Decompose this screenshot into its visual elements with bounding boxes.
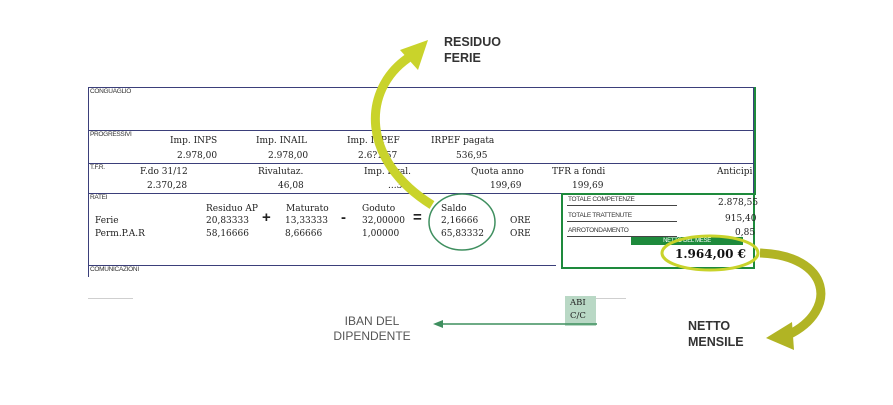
residuo-arrow-shaft bbox=[370, 54, 435, 209]
header-goduto: Goduto bbox=[362, 204, 396, 214]
operator-equals: = bbox=[413, 209, 422, 226]
rule-right bbox=[753, 87, 754, 193]
rule-trattenute bbox=[567, 221, 677, 222]
row-permpar-goduto: 1,00000 bbox=[362, 229, 400, 239]
rule-bottom-right bbox=[596, 298, 626, 299]
row-ferie-maturato: 13,33333 bbox=[285, 216, 328, 226]
rule-comunicazioni bbox=[88, 265, 556, 266]
totals-box-right-extension bbox=[754, 87, 756, 195]
label-totale-trattenute: TOTALE TRATTENUTE bbox=[568, 212, 632, 219]
value-quota-anno: 199,69 bbox=[490, 181, 522, 191]
netto-arrow-head bbox=[766, 322, 794, 350]
header-anticipi: Anticipi bbox=[717, 167, 753, 177]
iban-arrow-head bbox=[433, 320, 443, 328]
netto-arrow-shaft bbox=[759, 248, 826, 340]
value-totale-trattenute: 915,40 bbox=[725, 214, 757, 224]
operator-minus: - bbox=[341, 209, 346, 226]
rule-bottom-left bbox=[88, 298, 133, 299]
netto-highlight-ellipse bbox=[660, 234, 760, 272]
section-progressivi: PROGRESSIVI bbox=[90, 131, 132, 138]
header-quota-anno: Quota anno bbox=[471, 167, 524, 177]
label-arrotondamento: ARROTONDAMENTO bbox=[568, 227, 629, 234]
rule-tfr bbox=[88, 163, 754, 164]
header-imp-inps: Imp. INPS bbox=[170, 136, 218, 146]
callout-residuo-line2: FERIE bbox=[444, 51, 481, 65]
row-ferie-saldo: 2,16666 bbox=[441, 216, 479, 226]
value-imp-irpef: 2.6?1,57 bbox=[358, 151, 398, 161]
netto-mensile-callout: NETTO MENSILE bbox=[688, 318, 744, 350]
row-permpar-saldo: 65,83332 bbox=[441, 229, 484, 239]
value-fondo: 2.370,28 bbox=[147, 181, 188, 191]
section-comunicazioni: COMUNICAZIONI bbox=[90, 266, 139, 273]
callout-netto-line1: NETTO bbox=[688, 319, 731, 333]
row-permpar-maturato: 8,66666 bbox=[285, 229, 323, 239]
callout-residuo-line1: RESIDUO bbox=[444, 35, 501, 49]
header-tfr-fondi: TFR a fondi bbox=[552, 167, 606, 177]
callout-iban-line2: DIPENDENTE bbox=[333, 329, 411, 343]
value-netto-del-mese: 1.964,00 € bbox=[675, 247, 746, 261]
value-arrotondamento: 0,85 bbox=[735, 228, 756, 238]
section-tfr: T.F.R. bbox=[90, 164, 105, 171]
callout-netto-line2: MENSILE bbox=[688, 335, 744, 349]
header-imp-inail: Imp. INAIL bbox=[256, 136, 308, 146]
callout-iban-line1: IBAN DEL bbox=[344, 314, 400, 328]
value-rivalutaz: 46,08 bbox=[278, 181, 304, 191]
value-totale-competenze: 2.878,55 bbox=[718, 198, 759, 208]
rule-progressivi bbox=[88, 130, 754, 131]
section-ratei: RATEI bbox=[90, 194, 108, 201]
header-saldo: Saldo bbox=[441, 204, 467, 214]
residuo-ferie-callout: RESIDUO FERIE bbox=[444, 34, 501, 66]
rule-top bbox=[88, 87, 754, 88]
bank-abi-label: ABI bbox=[570, 298, 586, 308]
operator-plus: + bbox=[262, 209, 271, 226]
label-totale-competenze: TOTALE COMPETENZE bbox=[568, 196, 635, 203]
residuo-arrow-head bbox=[400, 40, 428, 70]
value-tfr-fondi: 199,69 bbox=[572, 181, 604, 191]
header-imp-irpef: Imp. IRPEF bbox=[347, 136, 400, 146]
value-irpef-pagata: 536,95 bbox=[456, 151, 488, 161]
row-ferie-goduto: 32,00000 bbox=[362, 216, 405, 226]
header-imp-rival: Imp. rival. bbox=[364, 167, 411, 177]
rule-left bbox=[88, 87, 89, 277]
saldo-highlight-ellipse bbox=[428, 193, 496, 251]
row-permpar-residuo: 58,16666 bbox=[206, 229, 249, 239]
row-ferie-residuo: 20,83333 bbox=[206, 216, 249, 226]
bank-cc-label: C/C bbox=[570, 311, 586, 321]
row-permpar-unit: ORE bbox=[510, 229, 531, 239]
totals-box bbox=[561, 193, 755, 269]
section-conguaglio: CONGUAGLIO bbox=[90, 88, 132, 95]
value-imp-rival: ...33 bbox=[388, 181, 409, 191]
value-imp-inail: 2.978,00 bbox=[268, 151, 309, 161]
rule-competenze bbox=[567, 205, 677, 206]
header-residuo-ap: Residuo AP bbox=[206, 204, 258, 214]
iban-callout: IBAN DEL DIPENDENTE bbox=[322, 314, 422, 344]
header-rivalutaz: Rivalutaz. bbox=[258, 167, 304, 177]
header-fondo: F.do 31/12 bbox=[140, 167, 188, 177]
bank-box: ABI C/C bbox=[565, 296, 596, 326]
header-maturato: Maturato bbox=[286, 204, 329, 214]
row-ferie-label: Ferie bbox=[95, 216, 119, 226]
rule-arrotondamento bbox=[567, 236, 677, 237]
header-irpef-pagata: IRPEF pagata bbox=[431, 136, 495, 146]
label-netto-del-mese: NETTO DEL MESE bbox=[631, 237, 743, 245]
value-imp-inps: 2.978,00 bbox=[177, 151, 218, 161]
row-ferie-unit: ORE bbox=[510, 216, 531, 226]
row-permpar-label: Perm.P.A.R bbox=[95, 229, 145, 239]
